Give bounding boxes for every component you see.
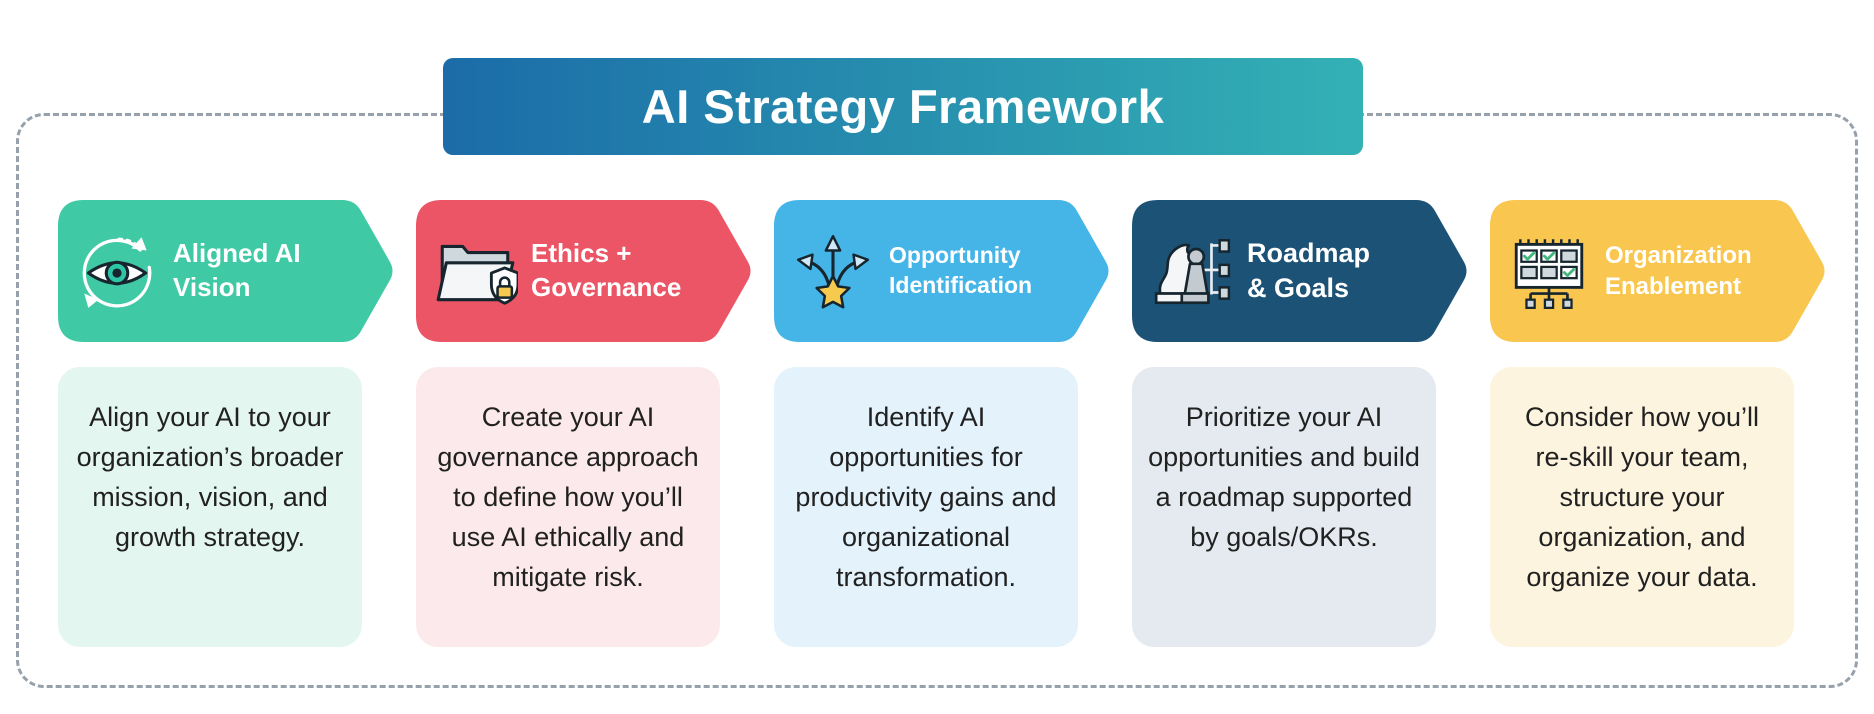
step-description: Consider how you’ll re-skill your team, … [1490, 367, 1794, 647]
step-header: Opportunity Identification [774, 200, 1112, 342]
step-header-content: Ethics + Governance [416, 200, 754, 342]
step-label: Roadmap & Goals [1247, 237, 1371, 303]
arrow-banner-shape [1132, 200, 1467, 342]
planning-board-icon [1514, 239, 1584, 309]
step-label: Opportunity Identification [889, 242, 1033, 298]
step-header: Organization Enablement [1490, 200, 1828, 342]
steps-row: Aligned AI Vision Align your AI to your … [58, 200, 1825, 647]
step-header-content: Opportunity Identification [774, 200, 1112, 342]
vision-eye-refresh-icon [82, 237, 152, 308]
step-description: Align your AI to your organization’s bro… [58, 367, 362, 647]
step-label: Aligned AI Vision [173, 238, 301, 302]
title-banner: AI Strategy Framework [443, 58, 1363, 155]
step-label: Ethics + Governance [531, 238, 682, 302]
step-description: Prioritize your AI opportunities and bui… [1132, 367, 1436, 647]
step-card-ethics-governance: Ethics + Governance Create your AI gover… [416, 200, 751, 647]
arrow-banner-shape [416, 200, 751, 342]
step-card-organization-enablement: Organization Enablement Consider how you… [1490, 200, 1825, 647]
step-header: Ethics + Governance [416, 200, 754, 342]
folder-shield-lock-icon [436, 244, 518, 305]
page-title: AI Strategy Framework [641, 80, 1165, 133]
step-card-aligned-ai-vision: Aligned AI Vision Align your AI to your … [58, 200, 393, 647]
arrow-banner-shape [774, 200, 1109, 342]
step-header-content: Aligned AI Vision [58, 200, 396, 342]
branching-arrows-star-icon [796, 234, 870, 309]
step-description: Identify AI opportunities for productivi… [774, 367, 1078, 647]
step-label: Organization Enablement [1605, 241, 1752, 300]
step-card-opportunity-identification: Opportunity Identification Identify AI o… [774, 200, 1109, 647]
step-header-content: Roadmap & Goals [1132, 200, 1470, 342]
step-header: Roadmap & Goals [1132, 200, 1470, 342]
step-description: Create your AI governance approach to de… [416, 367, 720, 647]
arrow-banner-shape [58, 200, 393, 342]
arrow-banner-shape [1490, 200, 1825, 342]
step-header: Aligned AI Vision [58, 200, 396, 342]
chess-roadmap-icon [1154, 239, 1231, 305]
step-card-roadmap-goals: Roadmap & Goals Prioritize your AI oppor… [1132, 200, 1467, 647]
step-header-content: Organization Enablement [1490, 200, 1828, 342]
